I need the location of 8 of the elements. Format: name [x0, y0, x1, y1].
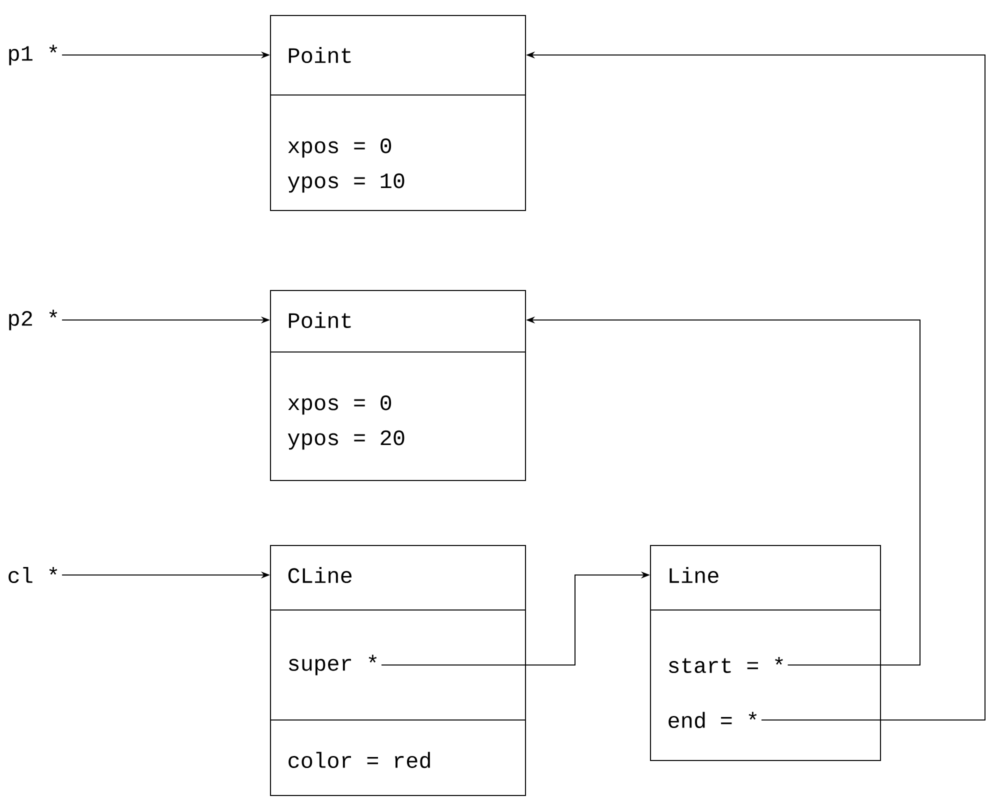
- object-box: Point xpos = 0 ypos = 20: [270, 290, 526, 481]
- object-box: Point xpos = 0 ypos = 10: [270, 15, 526, 211]
- variable-name: p2 *: [9, 310, 58, 330]
- variable-name: cl *: [8, 566, 58, 584]
- field-text: start = *: [668, 656, 783, 674]
- field-text: end = *: [668, 712, 757, 728]
- variable-name: p1 *: [9, 44, 58, 66]
- field-text: super *: [289, 654, 377, 676]
